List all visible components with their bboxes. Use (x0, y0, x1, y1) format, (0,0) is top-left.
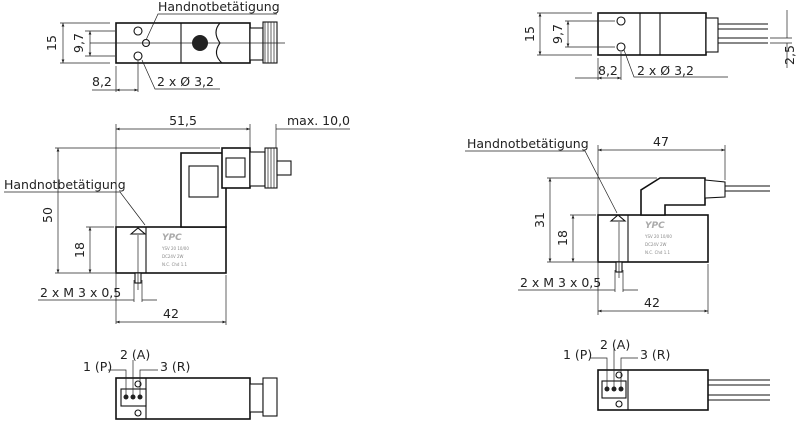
dim-body-height: 18 (555, 230, 570, 246)
nameplate-line: N.C. Chd 1.1 (162, 262, 188, 267)
valve-body (115, 226, 227, 274)
dim-height: 15 (44, 35, 59, 51)
nameplate-line: YSV 20 10/00 (644, 234, 672, 239)
dim-body-length: 42 (644, 295, 660, 310)
dim-max: max. 10,0 (287, 113, 350, 128)
mount-hole (133, 26, 143, 36)
dim-offset: 8,2 (92, 74, 112, 89)
nameplate-line: DC24V 2W (162, 254, 184, 259)
port-label-2: 2 (A) (600, 337, 630, 352)
mount-hole (616, 16, 626, 26)
dim-thread: 2 x M 3 x 0,5 (40, 285, 121, 300)
right-side-view: YPC YSV 20 10/00 DC24V 2W N.C. Chd 1.1 4… (465, 134, 770, 315)
port-label-3: 3 (R) (160, 359, 190, 374)
nameplate-line: N.C. Chd 1.1 (645, 250, 671, 255)
port-label-3: 3 (R) (640, 347, 670, 362)
dim-wire: 2,5 (782, 45, 797, 65)
brand-logo: YPC (645, 221, 665, 231)
left-bottom-view: 1 (P) 2 (A) 3 (R) (83, 347, 278, 420)
dim-offset: 8,2 (598, 63, 618, 78)
dim-body-length: 42 (163, 306, 179, 321)
dim-hole-spacing: 9,7 (550, 24, 565, 44)
valve-body (597, 12, 707, 56)
right-top-view: 15 9,7 8,2 2 x Ø 3,2 2,5 (522, 10, 797, 80)
left-top-view: 15 9,7 8,2 2 x Ø 3,2 Handnotbetätigung (44, 0, 285, 92)
dim-holes: 2 x Ø 3,2 (637, 63, 694, 78)
manual-override-label: Handnotbetätigung (4, 177, 126, 192)
port-label-1: 1 (P) (83, 359, 112, 374)
left-side-view: YPC YSV 20 10/00 DC24V 2W N.C. Chd 1.1 5… (4, 113, 350, 325)
port-label-2: 2 (A) (120, 347, 150, 362)
manual-override-label: Handnotbetätigung (467, 136, 589, 151)
dim-thread: 2 x M 3 x 0,5 (520, 275, 601, 290)
dim-body-height: 18 (72, 242, 87, 258)
dim-height: 15 (522, 26, 537, 42)
port-label-1: 1 (P) (563, 347, 592, 362)
right-bottom-view: 1 (P) 2 (A) 3 (R) (563, 337, 770, 411)
manual-override-icon (129, 227, 147, 235)
knurled-nut-icon (262, 377, 278, 417)
dim-hole-spacing: 9,7 (71, 33, 86, 53)
wires (725, 185, 770, 192)
coil-connector (640, 177, 706, 216)
manual-override-label: Handnotbetätigung (158, 0, 280, 14)
dim-length: 47 (653, 134, 669, 149)
nameplate-line: YSV 20 10/00 (161, 246, 189, 251)
dim-total-height: 50 (40, 207, 55, 223)
nameplate-line: DC24V 2W (645, 242, 667, 247)
mount-hole (133, 51, 143, 61)
brand-logo: YPC (162, 233, 182, 243)
manual-override-icon (609, 214, 627, 222)
wires (718, 23, 768, 44)
dim-holes: 2 x Ø 3,2 (157, 74, 214, 89)
dim-total-height: 31 (532, 212, 547, 228)
mount-hole (616, 42, 626, 52)
knurled-nut-icon (262, 21, 278, 64)
dim-length: 51,5 (169, 113, 197, 128)
wires (708, 379, 770, 401)
